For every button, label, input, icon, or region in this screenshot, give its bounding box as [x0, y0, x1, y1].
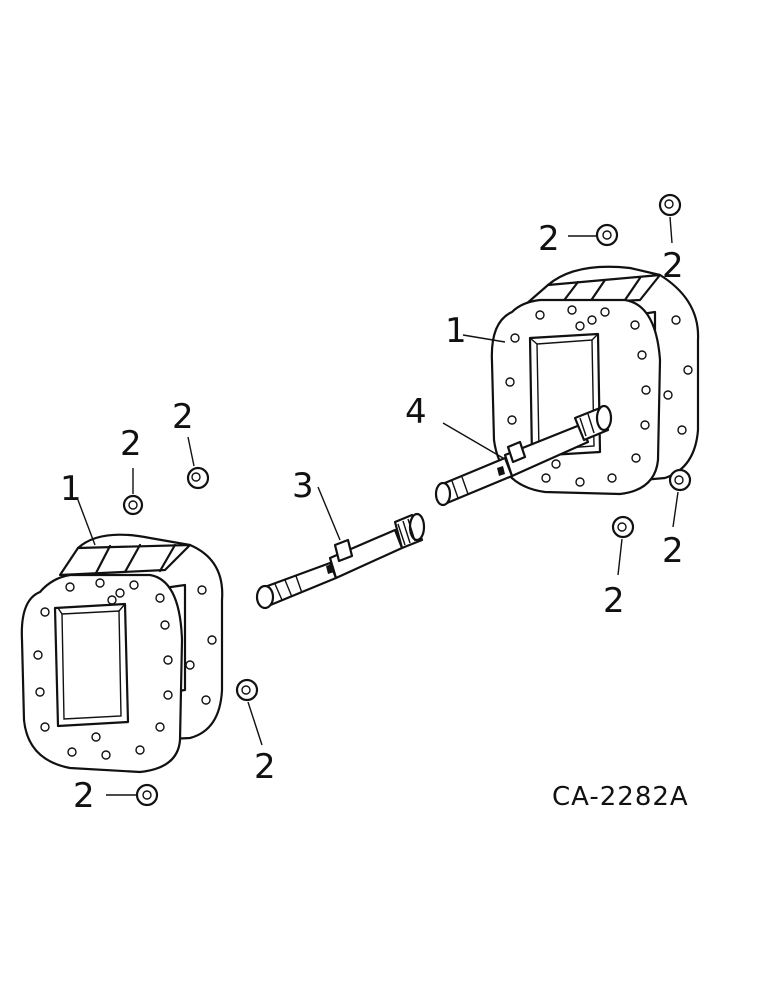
- callout-nut-left-bottom: 2: [73, 776, 95, 816]
- nut-right-lower: [611, 515, 635, 539]
- shaft-4: [434, 404, 613, 507]
- nut-left-top-a: [122, 494, 144, 516]
- callout-nut-left-top-b: 2: [172, 397, 194, 437]
- leader-lines: [77, 216, 679, 796]
- nut-right-side: [668, 468, 692, 492]
- nut-left-bottom: [135, 783, 159, 807]
- nut-group: [122, 193, 692, 807]
- nut-left-top-b: [186, 466, 210, 490]
- shaft-3: [255, 512, 426, 610]
- callout-nut-left-side: 2: [254, 747, 276, 787]
- callout-nut-right-top-a: 2: [538, 219, 560, 259]
- callouts: 1 2 2 2 2 3 4 1 2 2 2 2: [60, 219, 684, 816]
- callout-right-housing: 1: [445, 311, 467, 351]
- left-housing: [20, 533, 224, 774]
- nut-left-side: [235, 678, 259, 702]
- callout-nut-right-side: 2: [662, 531, 684, 571]
- callout-nut-right-lower: 2: [603, 581, 625, 621]
- callout-left-housing: 1: [60, 469, 82, 509]
- callout-shaft-3: 3: [292, 466, 314, 506]
- callout-nut-left-top-a: 2: [120, 424, 142, 464]
- drawing-code: CA-2282A: [552, 782, 689, 812]
- nut-right-top-b: [658, 193, 682, 217]
- callout-nut-right-top-b: 2: [662, 246, 684, 286]
- callout-shaft-4: 4: [405, 392, 427, 432]
- nut-right-top-a: [595, 223, 619, 247]
